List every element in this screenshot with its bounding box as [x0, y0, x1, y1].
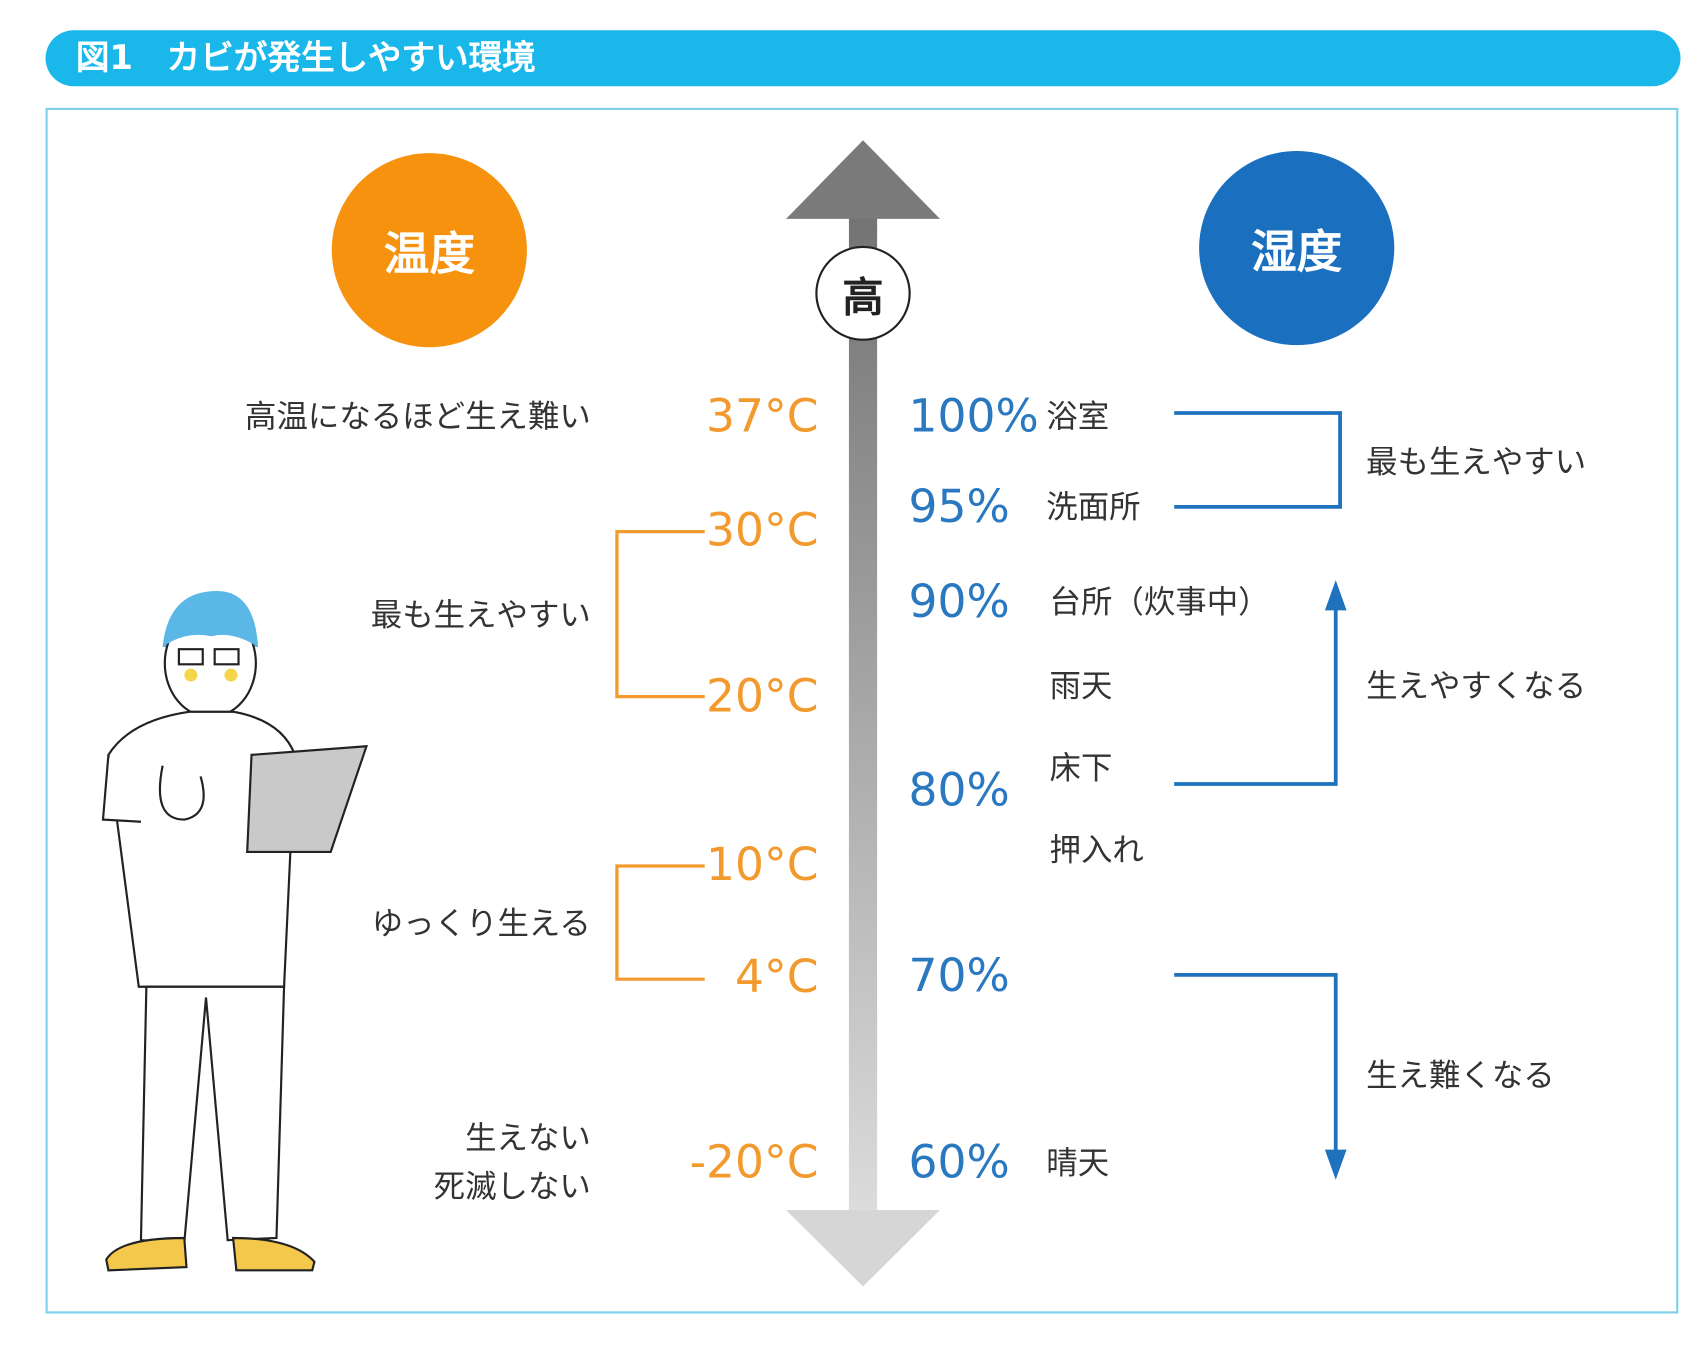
- humidity-note-easier: 生えやすくなる: [1366, 667, 1587, 705]
- place-sunny: 晴天: [1046, 1144, 1110, 1181]
- humidity-level: 80%: [908, 763, 1010, 817]
- harder-arrow: [1174, 972, 1338, 1157]
- temp-level: 30°C: [706, 503, 819, 557]
- optimal-bracket: [615, 530, 705, 699]
- place-washroom: 洗面所: [1046, 488, 1141, 526]
- slow-bracket: [615, 864, 705, 981]
- place-bathroom: 浴室: [1046, 397, 1110, 435]
- humidity-note-most: 最も生えやすい: [1366, 443, 1587, 480]
- temp-level: 4°C: [735, 950, 819, 1003]
- vertical-scale-arrow: [786, 140, 941, 1287]
- humidity-heading: 湿度: [1199, 150, 1395, 346]
- temp-note-slow: ゆっくり生える: [371, 904, 591, 942]
- doctor-illustration: [101, 590, 369, 1272]
- place-underfloor: 床下: [1049, 749, 1113, 787]
- figure-title: 図1 カビが発生しやすい環境: [75, 38, 536, 78]
- temp-level: 10°C: [706, 837, 819, 891]
- arrow-down-icon: [1324, 1149, 1347, 1180]
- humidity-note-harder: 生え難くなる: [1366, 1056, 1555, 1094]
- temperature-heading: 温度: [331, 153, 527, 348]
- diagram-frame: [45, 107, 1679, 1314]
- humidity-level: 70%: [908, 948, 1010, 1002]
- humidity-level: 60%: [908, 1135, 1010, 1189]
- temp-note-optimal: 最も生えやすい: [370, 596, 591, 634]
- arrow-up-icon: [1324, 580, 1347, 611]
- title-bar: [45, 30, 1681, 87]
- humidity-level: 90%: [908, 574, 1010, 628]
- place-kitchen: 台所（炊事中）: [1049, 583, 1270, 621]
- place-closet: 押入れ: [1049, 831, 1144, 869]
- humidity-level: 100%: [908, 389, 1039, 443]
- temp-level: 20°C: [706, 669, 819, 723]
- humidity-level: 95%: [908, 479, 1010, 533]
- humidity-brackets: [1174, 411, 1347, 1180]
- temperature-brackets: [615, 530, 705, 981]
- most-bracket: [1174, 411, 1342, 509]
- temp-note-hot: 高温になるほど生え難い: [245, 397, 591, 435]
- place-rainy: 雨天: [1049, 667, 1113, 705]
- temp-level: -20°C: [689, 1135, 819, 1189]
- easier-arrow: [1174, 603, 1338, 786]
- temp-note-none-2: 死滅しない: [433, 1167, 591, 1205]
- temp-note-none-1: 生えない: [465, 1119, 591, 1157]
- high-label: 高: [815, 245, 911, 341]
- temp-level: 37°C: [706, 389, 819, 443]
